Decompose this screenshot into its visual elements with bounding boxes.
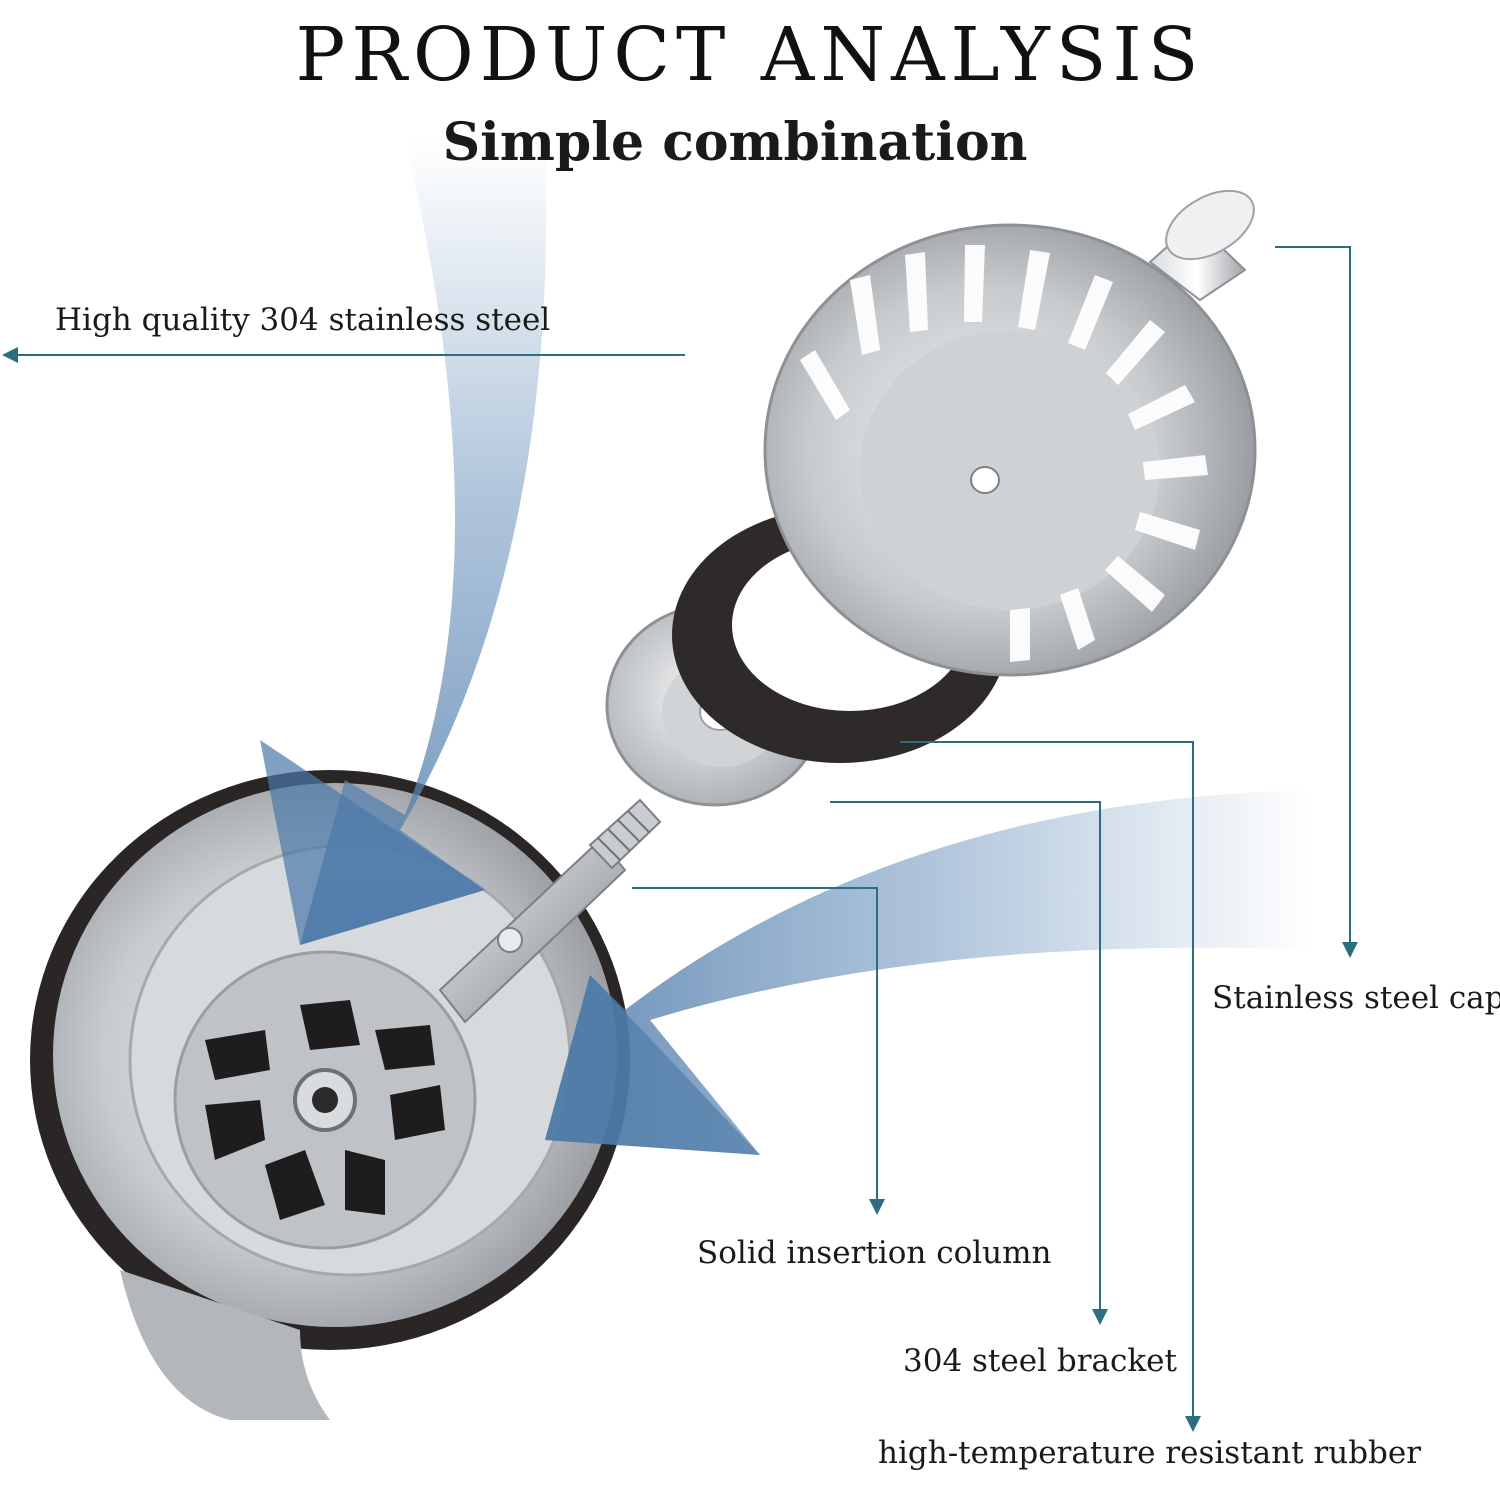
strainer-holes <box>205 1000 445 1220</box>
callout-rubber: high-temperature resistant rubber <box>878 1435 1422 1471</box>
leader-cap <box>1275 246 1351 948</box>
arrowhead-cap <box>1342 942 1358 958</box>
leader-bracket <box>830 801 1101 1315</box>
leader-lines <box>12 246 1351 1422</box>
leader-rubber <box>900 741 1194 1422</box>
callout-steel: High quality 304 stainless steel <box>55 302 551 338</box>
steel-cap-shape <box>1148 189 1255 302</box>
arrowhead-rubber <box>1185 1416 1201 1432</box>
strainer-basket-shape <box>763 223 1257 677</box>
insertion-column-shape <box>438 798 662 1024</box>
page-title: PRODUCT ANALYSIS <box>295 12 1205 98</box>
flow-arrow-right <box>545 790 1310 1155</box>
page-subtitle: Simple combination <box>442 112 1028 173</box>
drain-pipe <box>120 1270 330 1420</box>
leader-column <box>632 887 878 1205</box>
leader-arrowheads <box>2 347 1358 1432</box>
sink-drain-assembly <box>30 770 630 1420</box>
arrowhead-column <box>869 1199 885 1215</box>
callout-column: Solid insertion column <box>697 1235 1052 1271</box>
arrowhead-steel <box>2 347 18 363</box>
callout-cap: Stainless steel cap <box>1212 980 1500 1016</box>
arrowhead-bracket <box>1092 1309 1108 1325</box>
callout-bracket: 304 steel bracket <box>903 1343 1177 1379</box>
flow-arrow-top <box>260 140 547 945</box>
